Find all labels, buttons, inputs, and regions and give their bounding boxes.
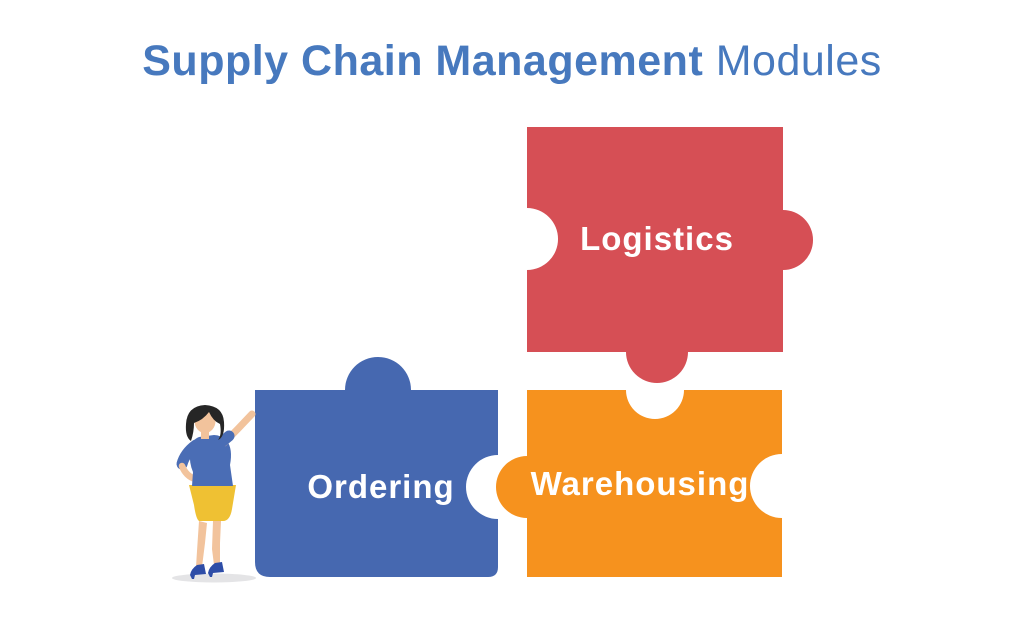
page-title-main: Supply Chain Management (142, 37, 704, 85)
woman-skirt (189, 485, 236, 521)
logistics-label: Logistics (580, 220, 734, 257)
page-title-suffix: Modules (703, 37, 882, 85)
logistics-puzzle-piece (527, 127, 814, 383)
woman-illustration (172, 405, 256, 583)
ordering-puzzle-piece (255, 357, 498, 577)
woman-legs (196, 521, 221, 567)
woman-shoe-left (190, 564, 206, 579)
woman-shoe-right (208, 562, 224, 577)
woman-hair (185, 405, 225, 441)
ordering-label: Ordering (307, 468, 455, 505)
ground-shadow (172, 573, 256, 583)
woman-raised-arm-sleeve (212, 430, 235, 451)
warehousing-puzzle-piece (496, 390, 782, 577)
page-title: Supply Chain Management Modules (0, 37, 1024, 85)
woman-neck (201, 429, 209, 439)
warehousing-label: Warehousing (530, 465, 750, 502)
